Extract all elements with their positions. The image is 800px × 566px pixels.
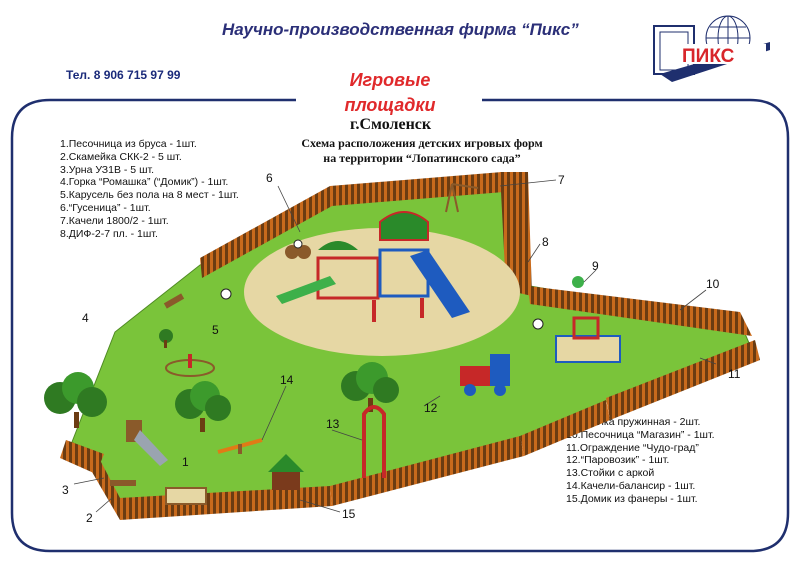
seesaw bbox=[217, 438, 263, 454]
logo-text: ПИКС bbox=[682, 46, 735, 67]
marker-10: 10 bbox=[706, 277, 720, 291]
marker-14: 14 bbox=[280, 373, 294, 387]
marker-4: 4 bbox=[82, 311, 89, 325]
sandbox bbox=[165, 487, 207, 505]
legend-item: 6.“Гусеница” - 1шт. bbox=[60, 201, 151, 214]
city-name: г.Смоленск bbox=[350, 116, 432, 133]
marker-3: 3 bbox=[62, 483, 69, 497]
legend-left: 1.Песочница из бруса - 1шт. 2.Скамейка С… bbox=[60, 138, 239, 240]
legend-item: 14.Качели-балансир - 1шт. bbox=[566, 479, 696, 492]
shop-sandbox bbox=[555, 316, 621, 363]
marker-7: 7 bbox=[558, 173, 565, 187]
heading-line-1: Игровые bbox=[349, 70, 431, 90]
company-name: Научно-производственная фирма “Пикс” bbox=[222, 20, 579, 39]
legend-item: 1.Песочница из бруса - 1шт. bbox=[60, 138, 197, 150]
phone-number: Тел. 8 906 715 97 99 bbox=[66, 68, 181, 82]
company-logo: ПИКС bbox=[653, 15, 770, 82]
arch bbox=[362, 405, 386, 478]
legend-item: 15.Домик из фанеры - 1шт. bbox=[566, 492, 698, 505]
carousel bbox=[165, 354, 215, 377]
marker-8: 8 bbox=[542, 235, 549, 249]
swing bbox=[445, 183, 479, 213]
marker-11: 11 bbox=[728, 367, 741, 381]
legend-item: 7.Качели 1800/2 - 1шт. bbox=[60, 214, 169, 227]
tree bbox=[341, 362, 399, 412]
spring-rocker bbox=[572, 276, 584, 288]
legend-item: 4.Горка “Ромашка” (“Домик”) - 1шт. bbox=[60, 176, 229, 189]
page-heading: Игровые площадки bbox=[300, 68, 480, 118]
legend-item: 8.ДИФ-2-7 пл. - 1шт. bbox=[60, 227, 158, 240]
marker-15: 15 bbox=[342, 507, 356, 521]
spring-rocker bbox=[532, 318, 544, 330]
marker-2: 2 bbox=[86, 511, 93, 525]
scheme-title-line-2: на территории “Лопатинского сада” bbox=[323, 151, 521, 165]
legend-item: 2.Скамейка СКК-2 - 5 шт. bbox=[60, 150, 182, 163]
train bbox=[460, 354, 510, 396]
heading-line-2: площадки bbox=[344, 95, 436, 115]
legend-item: 11.Ограждение “Чудо-град” bbox=[566, 441, 699, 454]
fence bbox=[60, 172, 760, 520]
heading-backdrop bbox=[296, 64, 482, 108]
bench bbox=[163, 293, 185, 309]
bin bbox=[220, 288, 232, 300]
tree bbox=[175, 381, 231, 432]
tree bbox=[159, 329, 173, 348]
legend-item: 5.Карусель без пола на 8 мест - 1шт. bbox=[60, 189, 239, 202]
scheme-title: Схема расположения детских игровых форм … bbox=[262, 136, 582, 166]
leader-lines bbox=[73, 179, 717, 513]
legend-item: 10.Песочница “Магазин” - 1шт. bbox=[566, 428, 715, 441]
legend-item: 3.Урна УЗ1В - 5 шт. bbox=[60, 163, 155, 176]
marker-5: 5 bbox=[212, 323, 219, 337]
poster-frame bbox=[10, 98, 790, 553]
marker-12: 12 bbox=[424, 401, 438, 415]
slide bbox=[126, 420, 168, 466]
marker-9: 9 bbox=[592, 259, 599, 273]
legend-item: 12.“Паровозик” - 1шт. bbox=[566, 454, 670, 467]
tree bbox=[44, 372, 107, 428]
caterpillar bbox=[285, 239, 311, 259]
marker-13: 13 bbox=[326, 417, 340, 431]
legend-right: 9.Качалка пружинная - 2шт. 10.Песочница … bbox=[566, 416, 715, 506]
marker-6: 6 bbox=[266, 171, 273, 185]
scheme-title-line-1: Схема расположения детских игровых форм bbox=[301, 136, 543, 150]
sand-area bbox=[244, 228, 520, 356]
playhouse bbox=[268, 454, 304, 490]
marker-1: 1 bbox=[182, 455, 189, 469]
bench bbox=[110, 480, 136, 486]
legend-item: 13.Стойки с аркой bbox=[566, 467, 655, 480]
play-complex bbox=[276, 211, 470, 322]
